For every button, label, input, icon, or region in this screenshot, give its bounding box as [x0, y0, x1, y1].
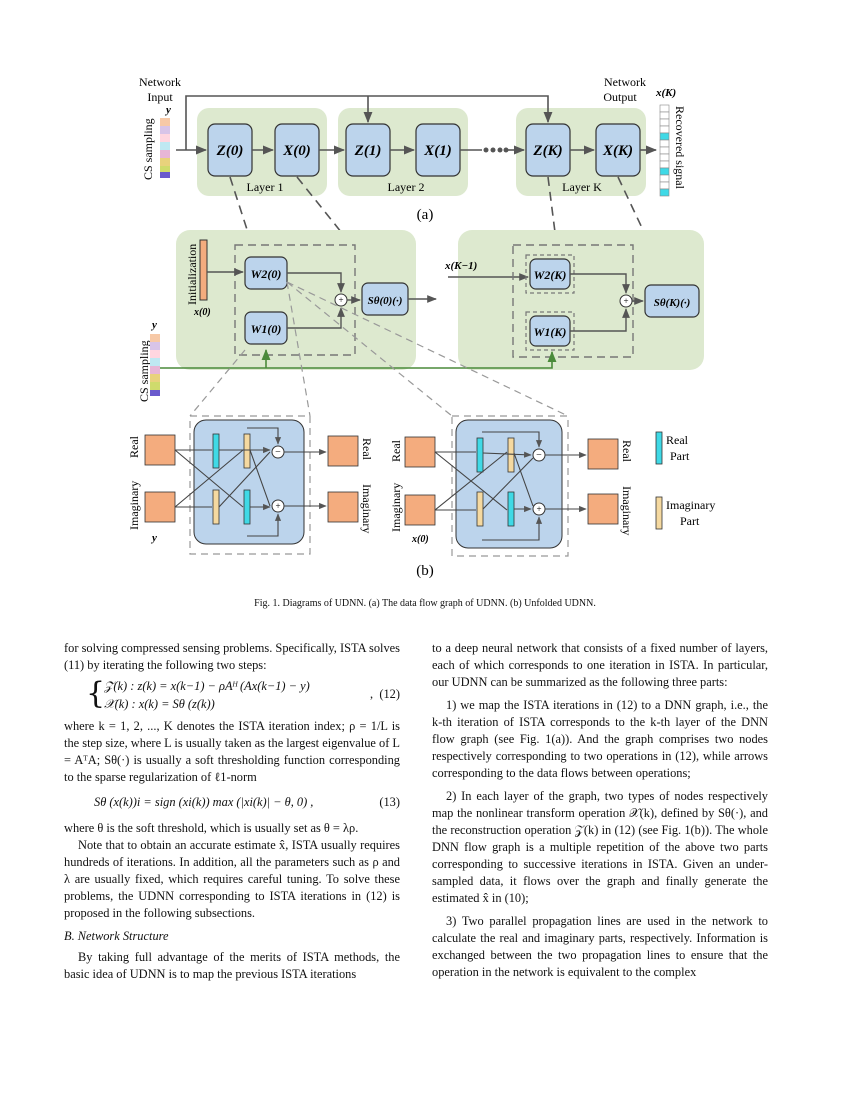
svg-text:Z(1): Z(1) [354, 143, 382, 159]
left-paragraph-2: where k = 1, 2, ..., K denotes the ISTA … [64, 719, 400, 784]
real-input-label-1: Real [127, 435, 141, 458]
input-color-bar-b [150, 334, 160, 396]
imag-output-box-1 [327, 491, 359, 523]
svg-text:Input: Input [147, 90, 173, 104]
imag-output-box-2 [587, 493, 619, 525]
network-output-label: Network [604, 75, 646, 89]
svg-text:+: + [623, 296, 628, 306]
x0-lower-label: x(0) [411, 534, 429, 545]
figure-1: Network Input y CS sampling Z(0) X(0) Z(… [127, 75, 715, 579]
s-theta-k-node [644, 284, 700, 318]
imag-input-label-1: Imaginary [127, 481, 141, 530]
svg-text:Output: Output [603, 90, 637, 104]
svg-text:Z(0): Z(0) [216, 143, 244, 159]
imag-output-label-2: Imaginary [620, 486, 634, 535]
left-paragraph-3: where θ is the soft threshold, which is … [64, 821, 359, 835]
real-output-box-1 [327, 435, 359, 467]
svg-text:X(1): X(1) [423, 143, 452, 159]
panel-b-upper: Initialization x(0) W2(0) W1(0) Sθ(0)(·)… [137, 230, 704, 402]
equation-12: { 𝒵(k) : z(k) = x(k−1) − ρAᴴ (Ax(k−1) − … [86, 676, 400, 711]
svg-text:X(K): X(K) [602, 143, 633, 159]
ellipsis-dots [483, 147, 509, 153]
panel-b-label: (b) [416, 563, 434, 579]
equation-12-number: (12) [379, 687, 400, 701]
panel-b-lower: Real Imaginary y − + Real [127, 415, 715, 579]
cs-sampling-label: CS sampling [141, 118, 155, 180]
svg-text:Z(K): Z(K) [532, 143, 562, 159]
right-paragraph-3: 2) In each layer of the graph, two types… [432, 789, 768, 905]
svg-text:W1(0): W1(0) [251, 322, 282, 336]
svg-text:W2(0): W2(0) [251, 267, 282, 281]
layer-1-label: Layer 1 [247, 180, 284, 194]
left-column: for solving compressed sensing problems.… [64, 640, 400, 983]
layer-k-label: Layer K [562, 180, 602, 194]
svg-text:W2(K): W2(K) [534, 268, 567, 282]
right-paragraph-1: to a deep neural network that consists o… [432, 641, 768, 689]
zoom-lines [189, 281, 569, 417]
panel-a-label: (a) [417, 207, 434, 223]
real-input-box-1 [144, 434, 176, 466]
recovered-signal-label: Recovered signal [673, 106, 687, 190]
x-k-label: x(K) [655, 87, 676, 99]
imag-output-label-1: Imaginary [360, 484, 374, 533]
initialization-vector [199, 239, 208, 301]
y-label-lower: y [150, 532, 157, 544]
svg-text:Part: Part [680, 514, 700, 528]
left-paragraph-1: for solving compressed sensing problems.… [64, 641, 400, 672]
output-vector [659, 104, 670, 197]
layer-k-detail-panel [458, 230, 704, 370]
right-paragraph-2: 1) we map the ISTA iterations in (12) to… [432, 698, 768, 780]
real-output-box-2 [587, 438, 619, 470]
right-paragraph-4: 3) Two parallel propagation lines are us… [432, 914, 768, 979]
section-heading: B. Network Structure [64, 929, 169, 943]
y-label-b: y [150, 319, 157, 331]
svg-text:Sθ(K)(·): Sθ(K)(·) [654, 297, 691, 309]
left-paragraph-5: By taking full advantage of the merits o… [64, 950, 400, 981]
svg-text:+: + [536, 504, 541, 514]
x-k-minus-1-label: x(K−1) [444, 260, 477, 272]
left-paragraph-4: Note that to obtain an accurate estimate… [64, 838, 400, 920]
svg-text:+: + [338, 295, 343, 305]
layer-2-label: Layer 2 [388, 180, 425, 194]
svg-text:−: − [536, 450, 542, 461]
x0-init-label: x(0) [193, 307, 211, 318]
real-input-label-2: Real [389, 439, 403, 462]
equation-13: Sθ (x(k))i = sign (xi(k)) max (|xi(k)| −… [94, 795, 400, 809]
svg-text:X(0): X(0) [282, 143, 311, 159]
layer-0-panel [176, 230, 416, 370]
svg-text:−: − [275, 447, 281, 458]
imag-input-label-2: Imaginary [389, 483, 403, 532]
right-column: to a deep neural network that consists o… [432, 640, 768, 981]
figure-caption: Fig. 1. Diagrams of UDNN. (a) The data f… [254, 598, 596, 609]
svg-text:Part: Part [670, 449, 690, 463]
svg-text:W1(K): W1(K) [534, 325, 567, 339]
svg-text:+: + [275, 501, 280, 511]
real-input-box-2 [404, 436, 436, 468]
legend-real-swatch [655, 431, 663, 465]
imag-input-box-1 [144, 491, 176, 523]
equation-13-number: (13) [379, 795, 400, 809]
real-output-label-1: Real [360, 438, 374, 461]
initialization-label: Initialization [185, 244, 199, 305]
legend-imag-label: Imaginary [666, 498, 715, 512]
legend-imag-swatch [655, 496, 663, 530]
legend-real-label: Real [666, 433, 689, 447]
input-color-bar [160, 118, 170, 178]
svg-text:Sθ(0)(·): Sθ(0)(·) [368, 295, 403, 307]
imag-input-box-2 [404, 494, 436, 526]
real-output-label-2: Real [620, 440, 634, 463]
network-input-label: Network [139, 75, 181, 89]
legend: Real Part Imaginary Part [655, 431, 715, 530]
cs-sampling-label-b: CS sampling [137, 340, 151, 402]
panel-a: Network Input y CS sampling Z(0) X(0) Z(… [139, 75, 687, 285]
y-label: y [164, 104, 171, 116]
